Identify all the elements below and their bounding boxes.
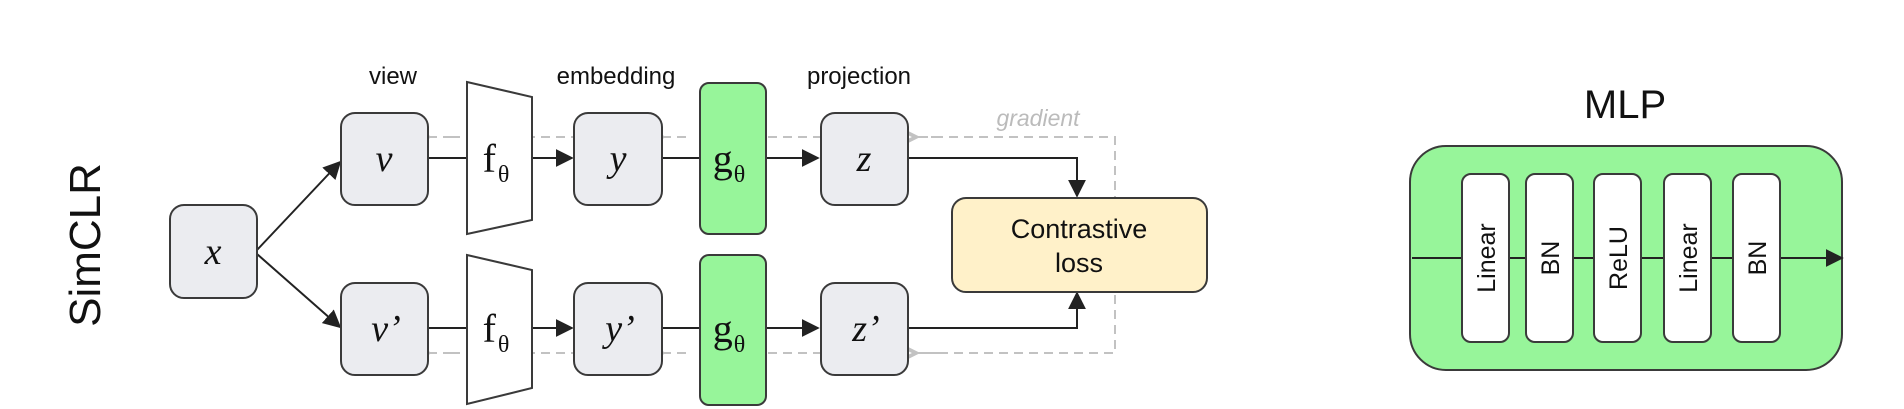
svg-text:y: y: [606, 138, 627, 180]
node-embedding-bottom: y’: [573, 282, 663, 376]
svg-text:Linear: Linear: [1473, 223, 1501, 293]
encoder-top: fθ: [466, 80, 533, 236]
svg-text:ReLU: ReLU: [1605, 226, 1633, 290]
arrow-x-to-v-prime: [256, 253, 342, 329]
side-title: SimCLR: [61, 163, 110, 327]
svg-text:BN: BN: [1537, 241, 1565, 276]
stage-label-view: view: [369, 63, 418, 90]
arrow-x-to-v: [256, 160, 342, 251]
svg-text:gθ: gθ: [713, 136, 746, 188]
mlp-layer-bn-1: BN: [1525, 173, 1574, 343]
mlp-layer-bn-2: BN: [1732, 173, 1781, 343]
projector-bottom: gθ: [699, 254, 767, 406]
svg-text:z: z: [856, 138, 872, 180]
node-view-bottom: v’: [340, 282, 429, 376]
connectors: [256, 149, 1086, 337]
mlp-block: Linear BN ReLU Linear BN: [1409, 145, 1844, 371]
svg-text:gθ: gθ: [713, 306, 746, 358]
svg-text:v: v: [376, 138, 393, 180]
mlp-title: MLP: [1584, 83, 1666, 127]
svg-text:fθ: fθ: [483, 306, 510, 358]
node-projection-bottom: z’: [820, 282, 909, 376]
arrow-z-to-loss: [908, 157, 1086, 198]
svg-text:Contrastive: Contrastive: [1011, 214, 1148, 244]
mlp-layer-linear-2: Linear: [1663, 173, 1712, 343]
node-projection-top: z: [820, 112, 909, 206]
svg-text:loss: loss: [1055, 248, 1103, 278]
gradient-label: gradient: [996, 105, 1081, 131]
svg-text:z’: z’: [851, 308, 879, 350]
mlp-layer-linear-1: Linear: [1461, 173, 1510, 343]
stage-label-projection: projection: [807, 63, 911, 90]
svg-text:Linear: Linear: [1675, 223, 1703, 293]
svg-text:BN: BN: [1744, 241, 1772, 276]
arrow-z-prime-to-loss: [908, 291, 1086, 329]
svg-text:x: x: [204, 231, 222, 273]
node-view-top: v: [340, 112, 429, 206]
mlp-layer-relu: ReLU: [1593, 173, 1642, 343]
node-input-x: x: [169, 204, 258, 299]
svg-text:y’: y’: [601, 308, 635, 350]
contrastive-loss-box: Contrastive loss: [951, 197, 1208, 293]
node-embedding-top: y: [573, 112, 663, 206]
encoder-bottom: fθ: [466, 253, 533, 406]
svg-text:v’: v’: [371, 308, 401, 350]
stage-label-embedding: embedding: [557, 63, 676, 90]
svg-text:fθ: fθ: [483, 136, 510, 188]
projector-top: gθ: [699, 82, 767, 235]
